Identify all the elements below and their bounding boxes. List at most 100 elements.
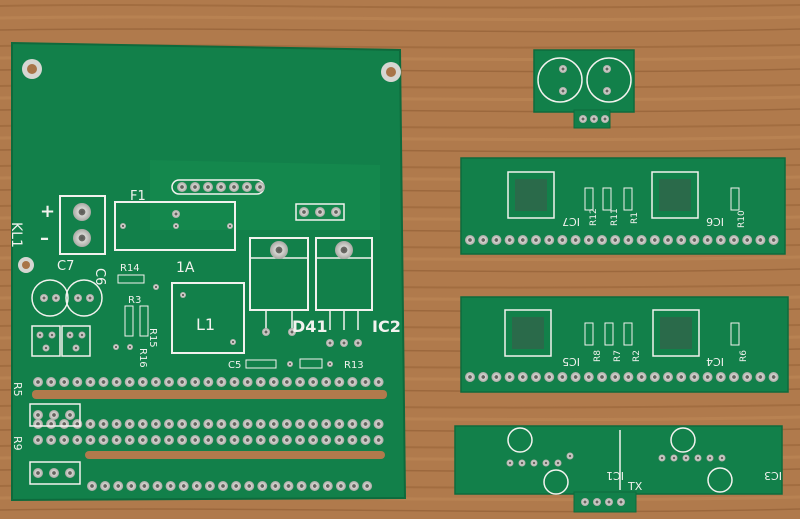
pin-pad xyxy=(702,235,713,245)
pin-pad xyxy=(517,372,528,382)
pin-pad xyxy=(72,435,83,445)
pin-pad xyxy=(33,377,43,387)
pin-pad xyxy=(124,435,135,445)
pin-pad xyxy=(544,235,555,245)
r16-label: R16 xyxy=(137,348,148,368)
ic4-label: IC4 xyxy=(706,355,724,368)
pin-pad xyxy=(216,419,227,429)
ic2-label: IC2 xyxy=(372,317,401,336)
pin-pad xyxy=(85,435,96,445)
pin-pad xyxy=(281,377,292,387)
pin-pad xyxy=(360,419,371,429)
pin-pad xyxy=(46,435,57,445)
pin-pad xyxy=(59,377,70,387)
ic3-pads xyxy=(658,454,726,462)
pin-pad xyxy=(570,235,581,245)
pin-pad xyxy=(715,372,726,382)
ic1-pads xyxy=(506,452,574,467)
pin-pad xyxy=(491,235,502,245)
pin-pad xyxy=(295,377,305,387)
c5-label: C5 xyxy=(228,360,241,371)
pin-pad xyxy=(755,372,766,382)
pin-pad xyxy=(113,481,124,491)
pin-row-2 xyxy=(33,435,384,445)
pin-pad xyxy=(242,419,253,429)
pin-pad xyxy=(216,377,227,387)
pin-pad xyxy=(152,481,163,491)
pin-pad xyxy=(203,377,214,387)
r12-label: R12 xyxy=(589,208,599,226)
pin-pad xyxy=(242,435,253,445)
pin-pad xyxy=(360,435,371,445)
pin-row xyxy=(465,372,779,382)
pin-pad xyxy=(742,235,753,245)
pin-pad xyxy=(689,235,700,245)
1a-label: 1A xyxy=(176,260,195,276)
pin-pad xyxy=(768,235,779,245)
f1-label: F1 xyxy=(130,189,146,204)
pin-pad xyxy=(177,377,188,387)
r11-label: R11 xyxy=(610,208,620,226)
pin-pad xyxy=(46,419,57,429)
board-capacitors xyxy=(533,49,635,129)
pin-pad xyxy=(59,419,70,429)
pin-pad xyxy=(124,419,135,429)
pin-pad xyxy=(178,481,189,491)
pin-pad xyxy=(334,419,345,429)
pin-pad xyxy=(308,435,319,445)
pin-pad xyxy=(347,435,358,445)
pin-pad xyxy=(218,481,228,491)
pin-pad xyxy=(270,481,281,491)
pin-row xyxy=(465,235,779,245)
board-ic7-ic6: IC7 IC6 R12 R11 R1 R10 xyxy=(460,157,786,255)
pin-pad xyxy=(177,435,188,445)
pin-pad xyxy=(465,235,475,245)
pin-pad xyxy=(517,235,528,245)
pin-pad xyxy=(570,372,581,382)
pin-pad xyxy=(190,377,201,387)
pin-pad xyxy=(98,419,109,429)
pin-pad xyxy=(190,435,201,445)
pin-pad xyxy=(111,377,122,387)
pin-pad xyxy=(676,235,687,245)
pin-pad xyxy=(755,235,766,245)
pin-pad xyxy=(164,419,174,429)
pin-pad xyxy=(465,372,475,382)
pin-pad xyxy=(702,372,713,382)
pin-pad xyxy=(124,377,135,387)
pin-pad xyxy=(165,481,176,491)
pin-pad xyxy=(281,419,292,429)
r7-label: R7 xyxy=(613,350,623,362)
pin-pad xyxy=(623,235,634,245)
pin-pad xyxy=(649,235,660,245)
pin-pad xyxy=(98,435,109,445)
ic3-label: IC3 xyxy=(764,469,782,482)
pin-pad xyxy=(373,377,384,387)
pin-pad xyxy=(257,481,268,491)
pin-pad xyxy=(689,372,700,382)
pin-pad xyxy=(98,377,109,387)
pin-pad xyxy=(177,419,188,429)
pin-pad xyxy=(137,377,148,387)
pin-row-top xyxy=(33,377,384,387)
pin-pad xyxy=(478,235,489,245)
pin-pad xyxy=(663,235,673,245)
pin-pad xyxy=(557,235,568,245)
pin-pad xyxy=(597,372,607,382)
pin-pad xyxy=(85,377,96,387)
r10-label: R10 xyxy=(737,210,747,228)
pin-pad xyxy=(255,419,266,429)
pin-pad xyxy=(46,377,57,387)
pin-pad xyxy=(255,377,266,387)
pin-pad xyxy=(583,235,594,245)
pin-pad xyxy=(544,372,555,382)
pin-pad xyxy=(373,419,384,429)
pin-pad xyxy=(715,235,726,245)
pin-pad xyxy=(583,372,594,382)
pin-pad xyxy=(649,372,660,382)
pin-pad xyxy=(729,372,739,382)
pin-pad xyxy=(610,372,621,382)
pin-pad xyxy=(308,377,319,387)
pin-pad xyxy=(295,419,305,429)
